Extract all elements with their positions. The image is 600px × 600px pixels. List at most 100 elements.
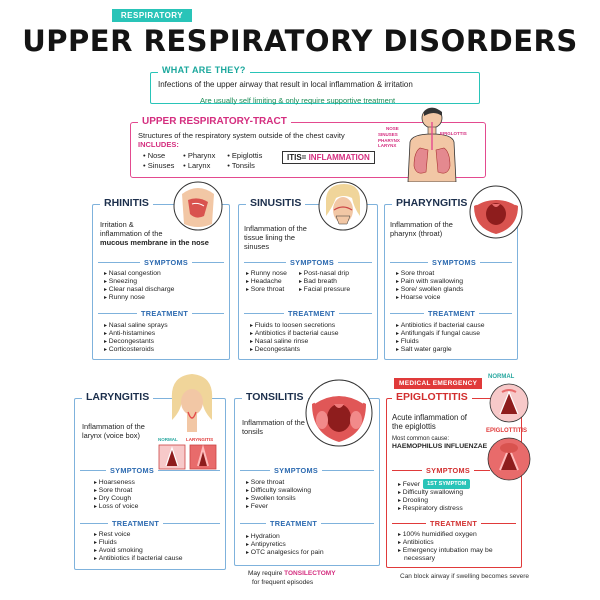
list-item: Respiratory distress bbox=[398, 505, 470, 513]
list-item: Swollen tonsils bbox=[246, 495, 311, 503]
tonsilitis-title: TONSILITIS bbox=[242, 391, 308, 403]
tonsils-illustration bbox=[305, 379, 373, 447]
tract-includes-list: • Nose • Pharynx • Epiglottis • Sinuses … bbox=[143, 151, 262, 171]
list-item: Rest voice bbox=[94, 531, 183, 539]
tract-box bbox=[130, 122, 486, 178]
list-item: Difficulty swallowing bbox=[246, 487, 311, 495]
sinusitis-treatment-list: Fluids to loosen secretions Antibiotics … bbox=[250, 322, 339, 354]
pharyngitis-description: Inflammation of the pharynx (throat) bbox=[390, 220, 453, 238]
category-tag: RESPIRATORY bbox=[112, 9, 192, 22]
list-item: Fluids bbox=[396, 338, 485, 346]
epiglottitis-title: EPIGLOTTITIS bbox=[392, 391, 472, 403]
tract-includes-label: INCLUDES: bbox=[138, 140, 179, 149]
tonsilitis-symptoms-label: SYMPTOMS bbox=[270, 466, 323, 475]
rhinitis-symptoms-label: SYMPTOMS bbox=[140, 258, 193, 267]
include-item: • Epiglottis bbox=[227, 151, 263, 160]
epiglottitis-treatment-list: 100% humidified oxygen Antibiotics Emerg… bbox=[398, 531, 493, 555]
list-item: Runny nose bbox=[246, 270, 287, 278]
list-item: Salt water gargle bbox=[396, 346, 485, 354]
first-symptom-badge: 1ST SYMPTOM bbox=[423, 479, 471, 489]
itis-definition: ITIS= INFLAMMATION bbox=[282, 151, 375, 164]
tonsilitis-treatment-list: Hydration Antipyretics OTC analgesics fo… bbox=[246, 533, 324, 557]
list-item: Sneezing bbox=[104, 278, 174, 286]
tonsilectomy-note: May require TONSILECTOMY bbox=[248, 570, 336, 577]
pharyngitis-symptoms-label: SYMPTOMS bbox=[428, 258, 481, 267]
include-item: • Pharynx bbox=[183, 151, 216, 160]
sinusitis-card bbox=[238, 204, 378, 360]
tract-description: Structures of the respiratory system out… bbox=[138, 131, 345, 140]
list-item: Sore throat bbox=[246, 479, 311, 487]
list-item: Bad breath bbox=[299, 278, 350, 286]
figure-label-nose: NOSE bbox=[386, 126, 399, 131]
what-are-they-box bbox=[150, 72, 480, 104]
pharyngitis-treatment-list: Antibiotics if bacterial cause Antifunga… bbox=[396, 322, 485, 354]
rhinitis-card bbox=[92, 204, 230, 360]
normal-epiglottis-illustration bbox=[489, 383, 529, 423]
list-item: Antipyretics bbox=[246, 541, 324, 549]
figure-label-larynx: LARYNX bbox=[378, 143, 397, 148]
list-item: Hydration bbox=[246, 533, 324, 541]
list-item: Clear nasal discharge bbox=[104, 286, 175, 294]
cause-label: Most common cause: bbox=[392, 436, 450, 442]
laryngitis-label: LARYNGITIS bbox=[186, 437, 214, 442]
list-item: Runny nose bbox=[104, 294, 174, 302]
vocal-cords-illustration bbox=[158, 444, 217, 470]
figure-label-epiglottis: EPIGLOTTIS bbox=[440, 131, 467, 136]
what-are-they-note: Are usually self limiting & only require… bbox=[200, 96, 396, 105]
list-item: Nasal congestion bbox=[104, 270, 174, 278]
tonsilectomy-note-suffix: for frequent episodes bbox=[252, 579, 314, 586]
list-item: Fluids bbox=[94, 539, 183, 547]
pharyngitis-symptoms-list: Sore throat Pain with swallowing Sore/ s… bbox=[396, 270, 464, 302]
list-item: Sore throat bbox=[396, 270, 463, 278]
list-item: Fever bbox=[246, 503, 311, 511]
what-are-they-heading: WHAT ARE THEY? bbox=[158, 65, 250, 75]
figure-label-pharynx: PHARYNX bbox=[378, 138, 400, 143]
list-item: Nasal saline rinse bbox=[250, 338, 339, 346]
nose-illustration bbox=[173, 181, 223, 231]
laryngitis-symptoms-label: SYMPTOMS bbox=[106, 466, 159, 475]
laryngitis-description: Inflammation of the larynx (voice box) bbox=[82, 422, 145, 440]
list-item: Anti-histamines bbox=[104, 330, 168, 338]
list-item: Hoarse voice bbox=[396, 294, 463, 302]
cause-value: HAEMOPHILUS INFLUENZAE bbox=[392, 443, 488, 450]
throat-illustration bbox=[469, 185, 523, 239]
tonsilitis-treatment-label: TREATMENT bbox=[266, 519, 322, 528]
inflamed-epiglottis-illustration bbox=[487, 437, 531, 481]
list-item: Sore throat bbox=[246, 286, 287, 294]
laryngitis-treatment-list: Rest voice Fluids Avoid smoking Antibiot… bbox=[94, 531, 183, 563]
list-item: Facial pressure bbox=[299, 286, 350, 294]
list-item: Antifungals if fungal cause bbox=[396, 330, 485, 338]
list-item: Nasal saline sprays bbox=[104, 322, 168, 330]
list-item: Avoid smoking bbox=[94, 547, 183, 555]
list-item: Post-nasal drip bbox=[299, 270, 350, 278]
list-item: Corticosteroids bbox=[104, 346, 168, 354]
list-item: Antibiotics bbox=[398, 539, 493, 547]
respiratory-figure-illustration bbox=[407, 107, 457, 182]
laryngitis-treatment-label: TREATMENT bbox=[108, 519, 164, 528]
list-item: Sore/ swollen glands bbox=[396, 286, 464, 294]
rhinitis-treatment-list: Nasal saline sprays Anti-histamines Deco… bbox=[104, 322, 168, 354]
airway-warning: Can block airway if swelling becomes sev… bbox=[400, 573, 529, 580]
list-item: Fluids to loosen secretions bbox=[250, 322, 339, 330]
pharyngitis-treatment-label: TREATMENT bbox=[424, 309, 480, 318]
list-item: Pain with swallowing bbox=[396, 278, 463, 286]
epiglottitis-treatment-label: TREATMENT bbox=[426, 519, 482, 528]
list-item: Decongestants bbox=[250, 346, 339, 354]
laryngitis-symptoms-list: Hoarseness Sore throat Dry Cough Loss of… bbox=[94, 479, 139, 511]
treatment-continuation: necessary bbox=[404, 555, 435, 562]
tonsilitis-symptoms-list: Sore throat Difficulty swallowing Swolle… bbox=[246, 479, 311, 511]
list-item: Headache bbox=[246, 278, 287, 286]
list-item: Drooling bbox=[398, 497, 470, 505]
list-item: Dry Cough bbox=[94, 495, 138, 503]
list-item: Loss of voice bbox=[94, 503, 139, 511]
sinusitis-treatment-label: TREATMENT bbox=[284, 309, 340, 318]
rhinitis-symptoms-list: Nasal congestion Sneezing Clear nasal di… bbox=[104, 270, 175, 302]
pharyngitis-title: PHARYNGITIS bbox=[392, 197, 472, 209]
rhinitis-title: RHINITIS bbox=[100, 197, 153, 209]
sinus-face-illustration bbox=[318, 181, 368, 231]
include-item: • Larynx bbox=[183, 161, 211, 170]
sinusitis-title: SINUSITIS bbox=[246, 197, 306, 209]
epiglottitis-symptoms-label: SYMPTOMS bbox=[422, 466, 475, 475]
